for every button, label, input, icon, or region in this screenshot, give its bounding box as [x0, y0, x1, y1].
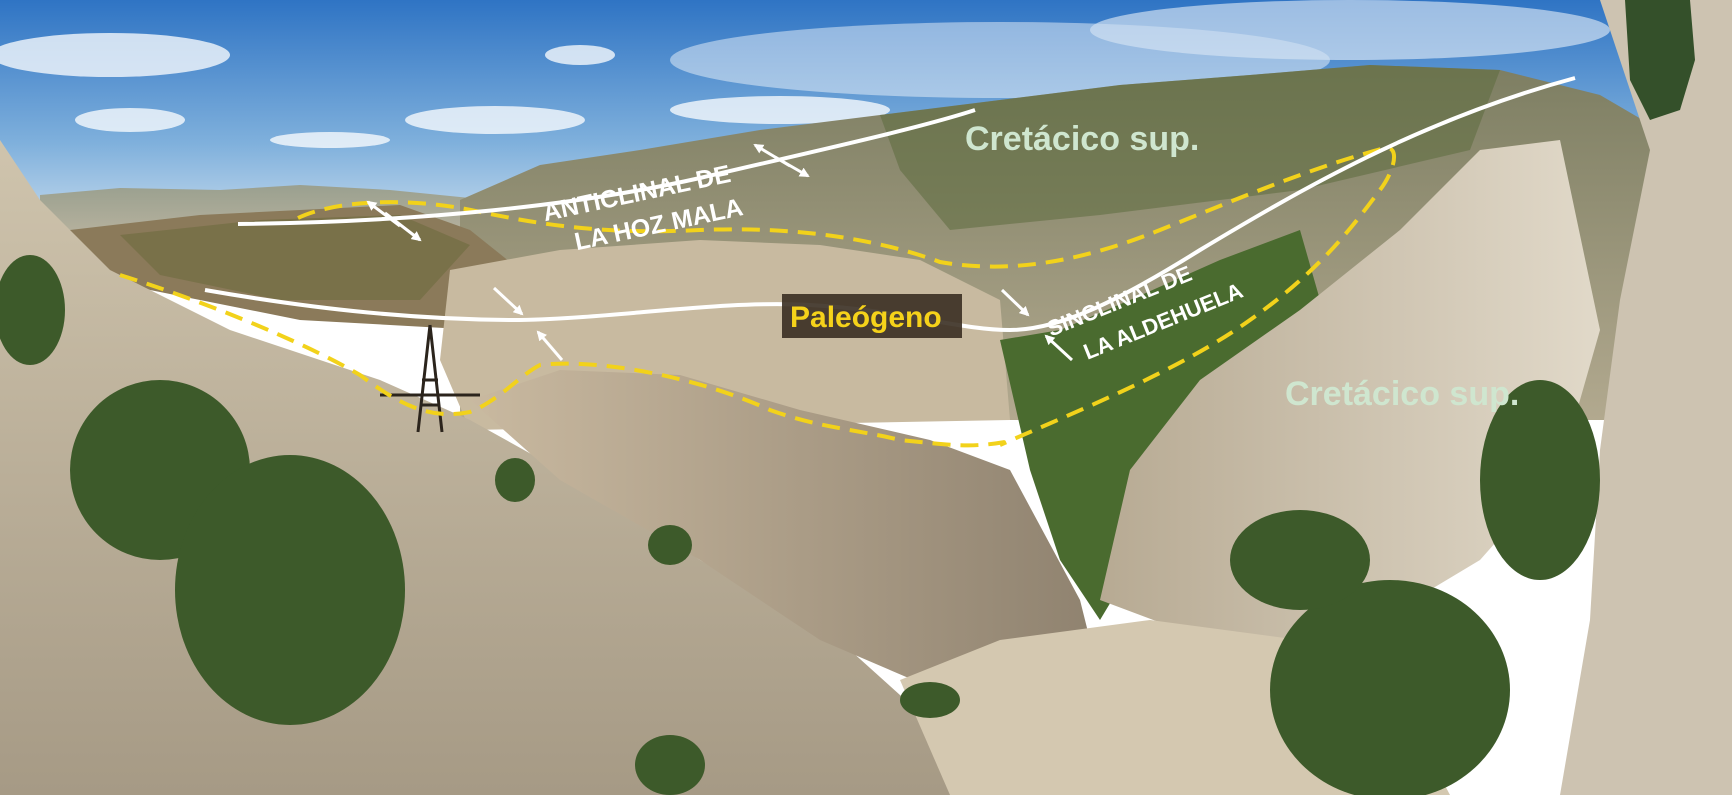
label-cretacico-upper-top: Cretácico sup. — [965, 120, 1199, 158]
gorge-vegetation — [1000, 230, 1320, 620]
anticline-axis — [237, 108, 976, 226]
label-paleogeno-box — [782, 294, 962, 338]
label-cretacico-upper-right: Cretácico sup. — [1285, 375, 1519, 413]
central-canyon-cliff — [470, 370, 1100, 700]
ridge-vegetation — [880, 65, 1500, 230]
far-right-tree — [1625, 0, 1695, 120]
contact-line-lower — [119, 273, 1006, 448]
clouds — [0, 0, 1610, 148]
electric-pylon — [380, 324, 480, 433]
shrubs — [0, 255, 1600, 795]
contact-line-upper — [297, 145, 1397, 447]
fold-arrows — [366, 143, 1074, 362]
stratigraphic-contacts — [119, 145, 1397, 448]
right-canyon-wall — [1100, 140, 1600, 660]
left-hill-scrub — [120, 215, 470, 300]
label-paleogeno: Paleógeno — [790, 301, 942, 334]
far-right-cliff — [1560, 0, 1732, 795]
